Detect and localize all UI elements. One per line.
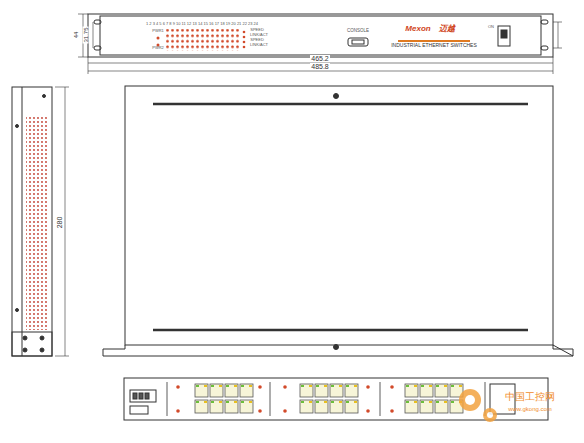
switch-label: ON: [488, 25, 494, 29]
brand-logo: Mexon: [405, 25, 430, 33]
rj45-port: [240, 400, 253, 413]
watermark: 中国工控网: [505, 392, 555, 402]
rj45-port: [435, 400, 448, 413]
rj45-port: [315, 384, 328, 397]
led-label: SPEED: [250, 28, 264, 32]
led-label: PWR2: [152, 46, 164, 50]
rj45-port: [225, 384, 238, 397]
rj45-port: [225, 400, 238, 413]
port-label: CONSOLE: [347, 29, 369, 34]
rj45-port: [345, 400, 358, 413]
rj45-port: [300, 384, 313, 397]
watermark: www.gkong.com: [508, 406, 552, 412]
led-label: LINK/ACT: [250, 43, 268, 47]
rj45-port: [195, 384, 208, 397]
rj45-port: [315, 400, 328, 413]
product-name: INDUSTRIAL ETHERNET SWITCHES: [391, 43, 477, 48]
led-label: PWR1: [152, 29, 164, 33]
rj45-port: [210, 400, 223, 413]
port-numbers: 1 2 3 4 5 6 7 8 9 10 11 12 13 14 15 16 1…: [146, 22, 258, 26]
rj45-port: [420, 400, 433, 413]
brand-logo: 迈越: [439, 25, 455, 33]
rj45-port: [405, 384, 418, 397]
rj45-port: [435, 384, 448, 397]
rj45-port: [195, 400, 208, 413]
dimension: 31.75: [83, 26, 89, 43]
rj45-port: [420, 384, 433, 397]
rj45-port: [300, 400, 313, 413]
rj45-port: [345, 384, 358, 397]
led-label: SPEED: [250, 38, 264, 42]
rj45-port: [405, 400, 418, 413]
led-label: LINK/ACT: [250, 33, 268, 37]
rj45-port: [240, 384, 253, 397]
rj45-port: [330, 384, 343, 397]
rj45-port: [330, 400, 343, 413]
dimension: 280: [57, 215, 64, 229]
dimension: 44: [73, 31, 79, 40]
dimension: 465.2: [310, 55, 330, 62]
rj45-port: [210, 384, 223, 397]
dimension: 485.8: [310, 63, 330, 70]
